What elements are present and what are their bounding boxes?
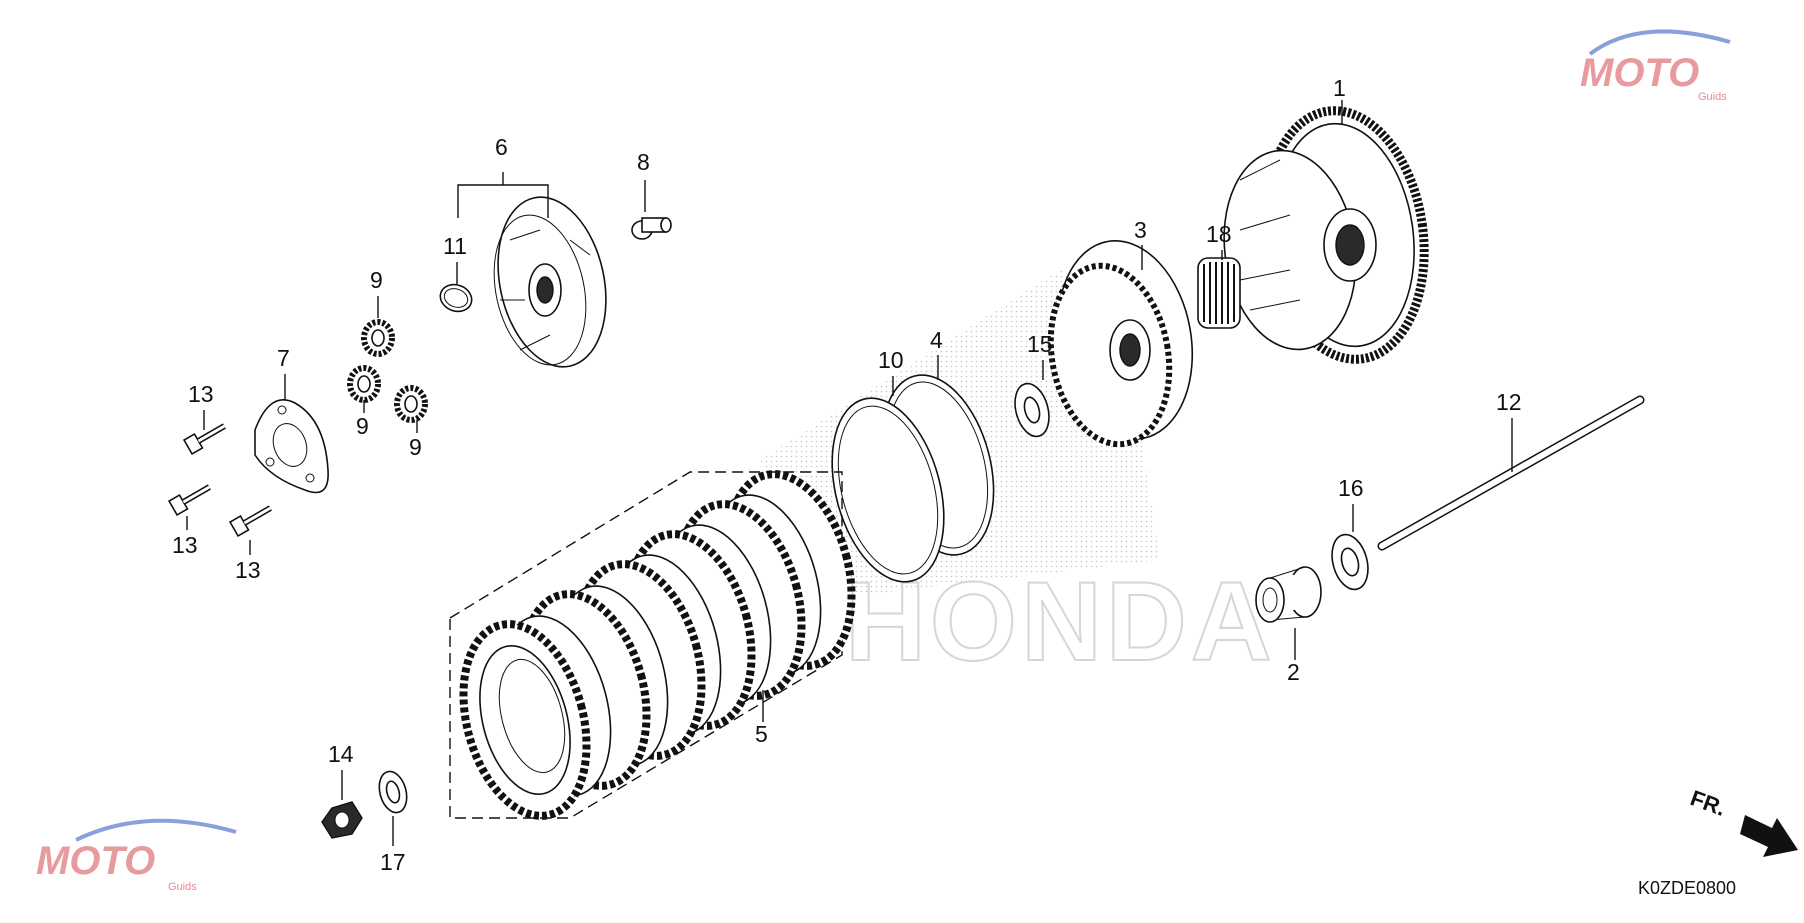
- logo-main-text: MOTO: [36, 839, 155, 883]
- diagram-code: K0ZDE0800: [1638, 878, 1736, 898]
- moto-guids-logo-icon: MOTO Guids: [36, 818, 237, 893]
- part-3-clutch-center: [1047, 240, 1194, 448]
- callout-11: 11: [443, 233, 467, 259]
- part-12-push-rod: [1377, 395, 1645, 551]
- callout-9c: 9: [409, 434, 422, 460]
- callout-18: 18: [1206, 221, 1232, 247]
- arrow-right-down-icon: [1740, 815, 1798, 857]
- callout-17: 17: [380, 849, 406, 875]
- callout-13b: 13: [172, 532, 198, 558]
- callout-13a: 13: [188, 381, 214, 407]
- callout-9b: 9: [356, 413, 369, 439]
- callout-3: 3: [1134, 217, 1147, 243]
- part-13-bolt: [228, 505, 272, 538]
- callout-12: 12: [1496, 389, 1522, 415]
- callout-2: 2: [1287, 659, 1300, 685]
- leader-lines: [186, 100, 1513, 846]
- logo-main-text: MOTO: [1580, 51, 1699, 95]
- part-8-pin: [631, 217, 672, 240]
- callout-5: 5: [755, 721, 768, 747]
- callout-14: 14: [328, 741, 354, 767]
- callout-8: 8: [637, 149, 650, 175]
- part-14-nut: [321, 801, 363, 839]
- part-6-pressure-plate: [493, 196, 607, 368]
- part-2-collar: [1255, 566, 1322, 623]
- callout-9a: 9: [370, 267, 383, 293]
- direction-indicator: FR.: [1687, 785, 1798, 857]
- callout-1: 1: [1333, 75, 1346, 101]
- part-11-snap-ring: [439, 283, 473, 313]
- part-5-clutch-plates: [449, 470, 856, 820]
- part-7-lifter-plate: [254, 399, 329, 494]
- part-9-spring: [394, 385, 428, 423]
- callout-15: 15: [1027, 331, 1053, 357]
- callout-4: 4: [930, 327, 943, 353]
- callout-7: 7: [277, 345, 290, 371]
- part-13-bolt: [167, 484, 211, 517]
- callout-6: 6: [495, 134, 508, 160]
- part-16-washer: [1331, 533, 1369, 591]
- part-9-spring: [347, 365, 381, 403]
- part-9-spring: [361, 319, 395, 357]
- callout-labels: 1 2 3 4 5 6 7 8 9 9 9 10 11 12 13 13 13 …: [172, 75, 1522, 875]
- moto-guids-logo-icon: MOTO Guids: [1580, 29, 1731, 103]
- part-17-washer: [378, 770, 408, 814]
- part-15-washer: [1014, 382, 1050, 438]
- callout-16: 16: [1338, 475, 1364, 501]
- logo-sub-text: Guids: [1698, 91, 1727, 103]
- part-13-bolt: [182, 423, 226, 456]
- direction-label: FR.: [1687, 785, 1729, 821]
- callout-13c: 13: [235, 557, 261, 583]
- part-10-ring: [831, 397, 945, 583]
- logo-sub-text: Guids: [168, 881, 197, 893]
- callout-10: 10: [878, 347, 904, 373]
- part-18-needle-bearing: [1197, 257, 1241, 329]
- part-1-clutch-outer: [1223, 106, 1429, 364]
